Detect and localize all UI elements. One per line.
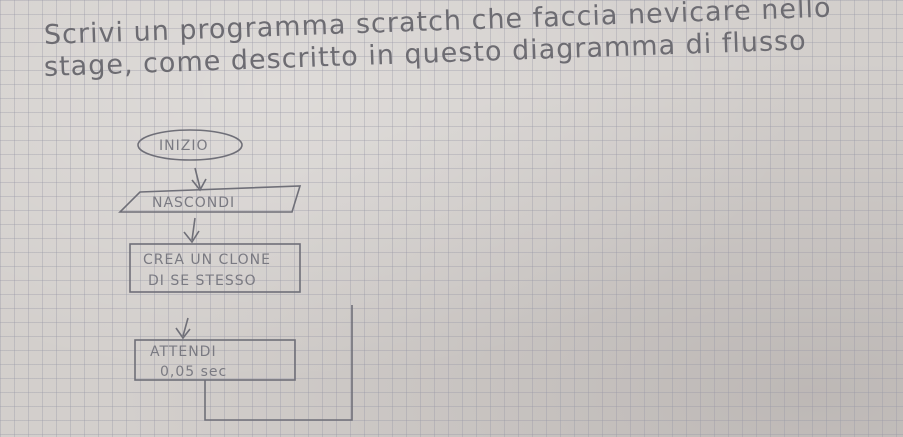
loop-line [204,305,353,421]
start-oval [137,129,243,161]
hide-label: NASCONDI [152,195,235,211]
clone-label-1: CREA UN CLONE [143,252,271,268]
start-label: INIZIO [159,138,208,154]
wait-label-2: 0,05 sec [160,364,227,380]
wait-block [134,339,296,381]
wait-label-1: ATTENDI [150,344,217,360]
clone-block [129,243,301,293]
arrow-clone-to-wait [182,317,189,337]
arrow-start-to-hide [194,167,201,189]
clone-label-2: DI SE STESSO [148,273,257,289]
arrow-hide-to-clone [191,217,196,241]
hide-block [118,185,302,213]
